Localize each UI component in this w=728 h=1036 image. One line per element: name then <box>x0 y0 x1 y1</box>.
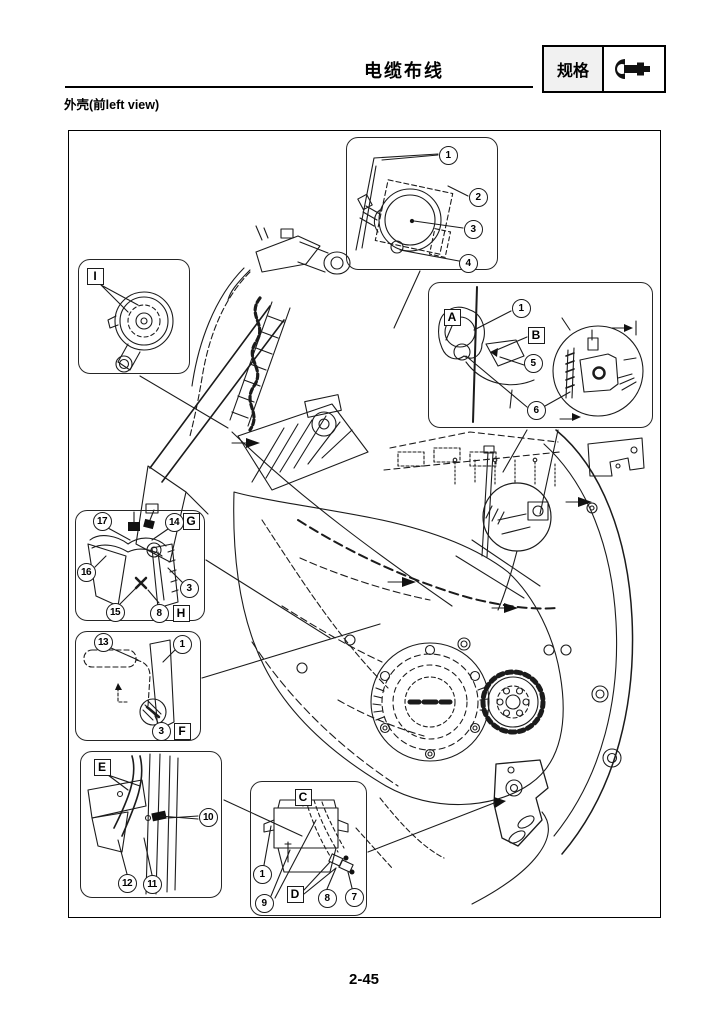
callout-gh-3: 3 <box>179 578 199 598</box>
page-title: 电缆布线 <box>364 61 444 81</box>
label-I: I <box>86 267 104 285</box>
callout-cd-8: 8 <box>317 888 337 908</box>
diagram-frame <box>68 130 661 918</box>
inset-clamp-detail <box>346 137 498 270</box>
inset-f-detail <box>75 631 201 741</box>
callout-e-12: 12 <box>117 873 137 893</box>
inset-artworks <box>83 153 644 899</box>
label-H: H <box>172 604 190 622</box>
inset-ab-detail <box>428 282 653 428</box>
callout-clamp-2: 2 <box>468 187 488 207</box>
main-engine-art <box>135 225 645 905</box>
chapter-tab: 规格 <box>542 45 666 93</box>
callout-f-3: 3 <box>151 721 171 741</box>
callout-cd-1: 1 <box>252 864 272 884</box>
callout-clamp-4: 4 <box>458 253 478 273</box>
inset-e-detail <box>80 751 222 898</box>
callout-gh-17: 17 <box>92 511 112 531</box>
leader-lines <box>139 270 559 853</box>
label-E: E <box>93 758 111 776</box>
direction-arrows <box>231 320 637 609</box>
label-C: C <box>294 788 312 806</box>
callout-cd-9: 9 <box>254 893 274 913</box>
label-F: F <box>173 722 191 740</box>
callout-ab-6: 6 <box>526 400 546 420</box>
inset-gh-detail <box>75 510 205 621</box>
chapter-tab-label: 规格 <box>544 47 604 91</box>
callout-clamp-3: 3 <box>463 219 483 239</box>
callout-gh-14: 14 <box>164 512 184 532</box>
label-D: D <box>286 885 304 903</box>
page-number: 2-45 <box>348 971 380 988</box>
header-rule <box>65 86 533 89</box>
callout-f-1: 1 <box>172 634 192 654</box>
callout-gh-15: 15 <box>105 602 125 622</box>
label-B: B <box>527 326 545 344</box>
inset-cd-detail <box>250 781 367 916</box>
callout-e-10: 10 <box>198 807 218 827</box>
callout-cd-7: 7 <box>344 887 364 907</box>
callout-ab-5: 5 <box>523 353 543 373</box>
callout-f-13: 13 <box>93 632 113 652</box>
callout-gh-8: 8 <box>149 603 169 623</box>
callout-e-11: 11 <box>142 874 162 894</box>
callout-gh-16: 16 <box>76 562 96 582</box>
view-caption: 外壳(前left view) <box>64 98 160 112</box>
callout-ab-1: 1 <box>511 298 531 318</box>
label-A: A <box>443 308 461 326</box>
callout-clamp-1: 1 <box>438 145 458 165</box>
micrometer-icon <box>604 47 664 91</box>
arrowheads <box>246 324 633 808</box>
inset-horn-detail <box>78 259 190 374</box>
label-G: G <box>182 512 200 530</box>
